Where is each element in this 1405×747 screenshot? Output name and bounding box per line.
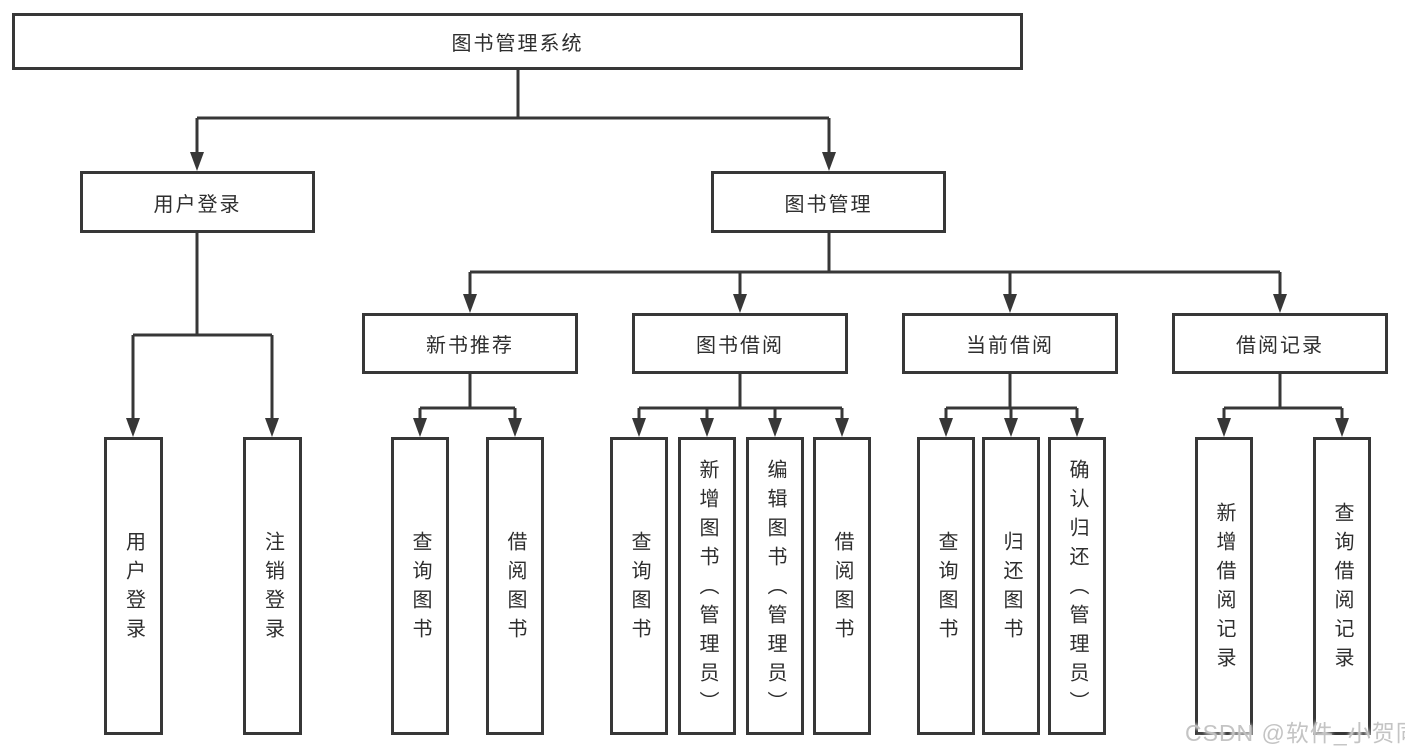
leaf-query-borrow-record: 查询借阅记录 <box>1313 437 1371 735</box>
node-new-book-recommend: 新书推荐 <box>362 313 578 374</box>
node-book-management: 图书管理 <box>711 171 946 233</box>
node-user-login: 用户登录 <box>80 171 315 233</box>
node-book-borrow: 图书借阅 <box>632 313 848 374</box>
csdn-watermark: CSDN @软件_小贺同学 <box>1185 720 1405 746</box>
leaf-confirm-return-admin: 确认归还（管理员） <box>1048 437 1106 735</box>
leaf-return-book: 归还图书 <box>982 437 1040 735</box>
leaf-add-borrow-record: 新增借阅记录 <box>1195 437 1253 735</box>
leaf-logout: 注销登录 <box>243 437 302 735</box>
leaf-edit-book-admin: 编辑图书（管理员） <box>746 437 804 735</box>
leaf-query-book-borrow: 查询图书 <box>610 437 668 735</box>
node-borrow-records: 借阅记录 <box>1172 313 1388 374</box>
leaf-query-book-recommend: 查询图书 <box>391 437 449 735</box>
leaf-user-login: 用户登录 <box>104 437 163 735</box>
leaf-query-book-current: 查询图书 <box>917 437 975 735</box>
leaf-borrow-book: 借阅图书 <box>813 437 871 735</box>
leaf-borrow-book-recommend: 借阅图书 <box>486 437 544 735</box>
arrowheads <box>126 152 1349 437</box>
node-current-borrow: 当前借阅 <box>902 313 1118 374</box>
node-root-system: 图书管理系统 <box>12 13 1023 70</box>
leaf-add-book-admin: 新增图书（管理员） <box>678 437 736 735</box>
